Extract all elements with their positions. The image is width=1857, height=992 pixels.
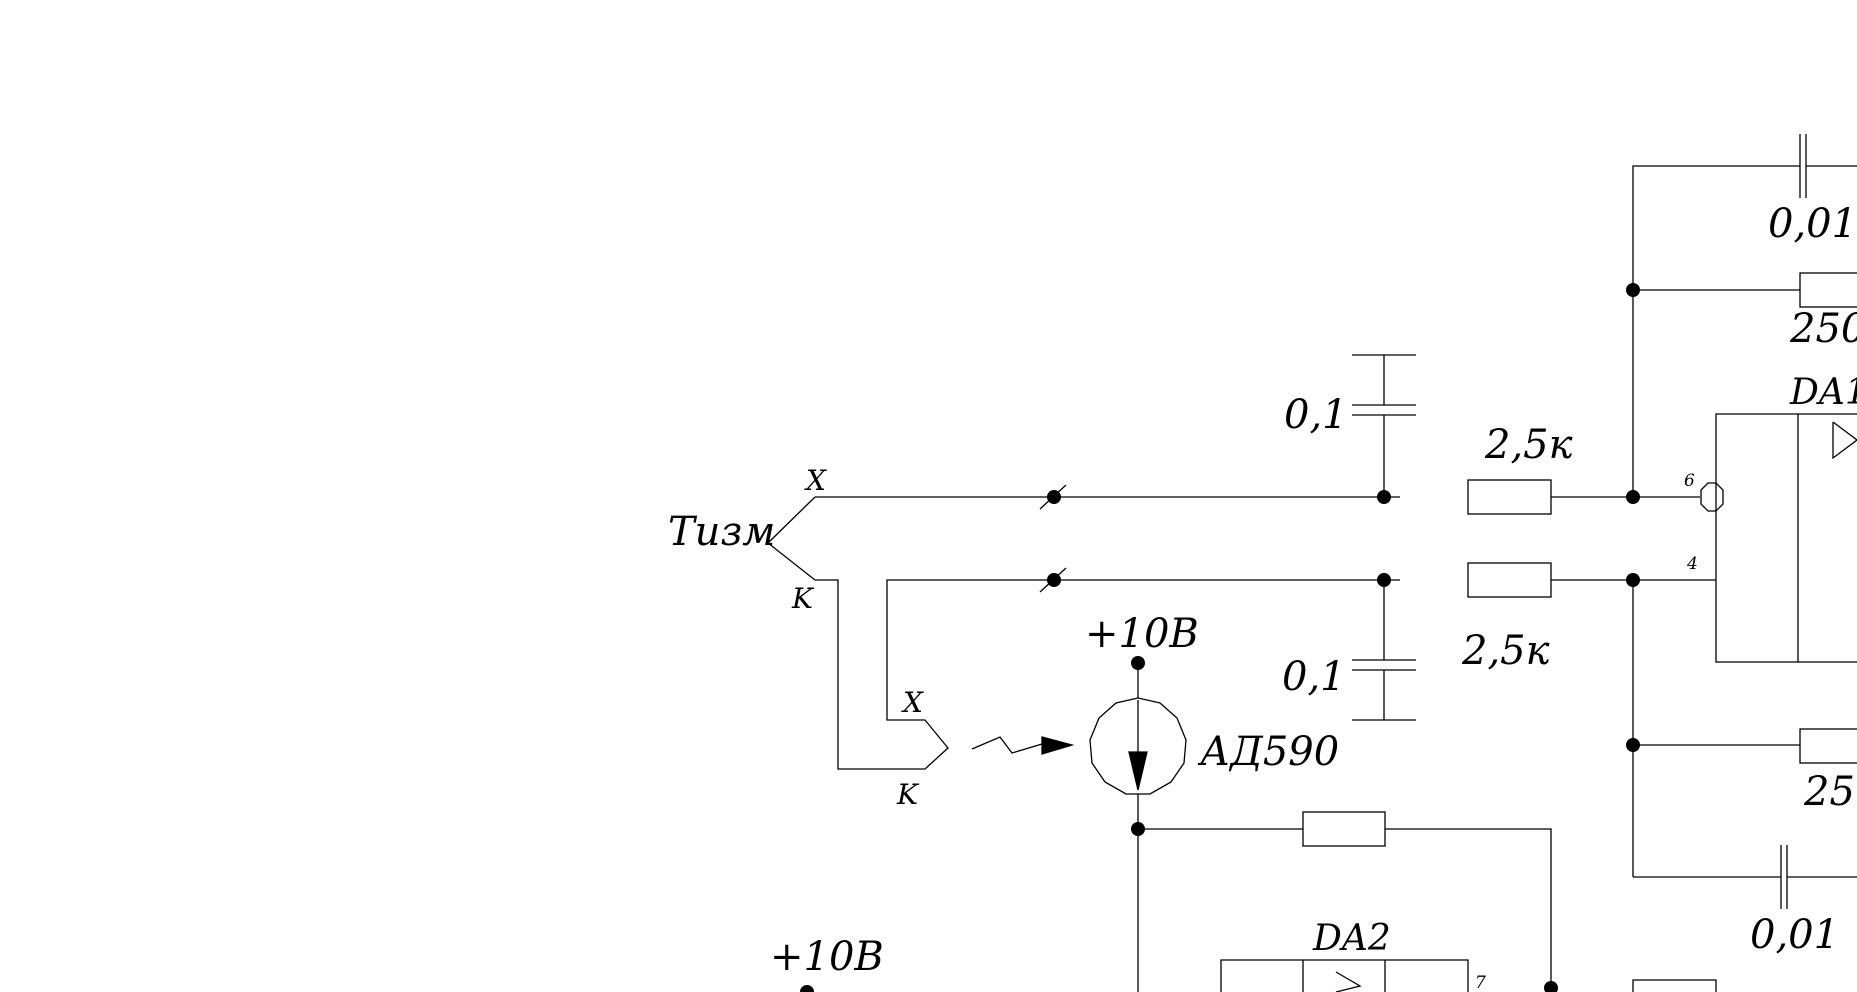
op-amp-triangle-icon [1335, 971, 1362, 992]
supply-1-label: +10В [1085, 611, 1199, 657]
resistor-bottom [1467, 562, 1552, 598]
inverting-input-circle [1700, 482, 1724, 512]
op-amp-da2 [1220, 959, 1469, 992]
cold-junction [886, 579, 1400, 770]
junction-dot [1544, 981, 1558, 992]
capacitor-bottom-label: 0,1 [1282, 654, 1346, 700]
feedback-resistor-top-label: 250 [1789, 306, 1857, 352]
thermo-x-label: X [804, 464, 827, 497]
junction-dot [1377, 573, 1391, 587]
junction-dot [1047, 490, 1061, 504]
junction-dot [1626, 738, 1640, 752]
cold-junction-k-label: K [896, 778, 920, 811]
wire [1385, 828, 1552, 992]
op-amp-da1-label: DA1 [1789, 372, 1857, 413]
op-amp-da2-label: DA2 [1312, 918, 1391, 959]
current-arrow-icon [1128, 751, 1148, 791]
capacitor-top-label: 0,1 [1284, 392, 1348, 438]
feedback-capacitor-top-label: 0,01 [1768, 201, 1857, 247]
thermo-k-label: K [791, 582, 815, 615]
supply-2-label: +10В [770, 934, 884, 980]
partial-component [1632, 979, 1717, 992]
junction-dot [1047, 573, 1061, 587]
thermocouple-junction [767, 496, 1400, 770]
resistor-top-label: 2,5к [1484, 422, 1573, 468]
thermal-coupling-arrow [971, 736, 1075, 755]
resistor-da2 [1302, 811, 1386, 847]
junction-dot [1377, 490, 1391, 504]
feedback-capacitor-bottom-label: 0,01 [1750, 912, 1839, 958]
op-amp-triangle-icon [1832, 421, 1857, 460]
junction-dot [1131, 822, 1145, 836]
ad590-label: АД590 [1197, 729, 1339, 775]
ad590-sensor [1089, 663, 1187, 992]
supply-terminal-dot [1131, 656, 1145, 670]
capacitor-bottom [1352, 580, 1416, 721]
capacitor-top [1352, 354, 1416, 497]
op-amp-da1 [1633, 413, 1857, 663]
sensor-label: Tизм [668, 509, 775, 555]
junction-dot [1626, 283, 1640, 297]
feedback-network [1632, 134, 1857, 909]
pin-7-label: 7 [1475, 973, 1486, 992]
resistor-bottom-label: 2,5к [1461, 628, 1550, 674]
cold-junction-x-label: X [901, 686, 924, 719]
supply-terminal-dot [800, 985, 814, 992]
pin-4-label: 4 [1686, 554, 1698, 574]
pin-6-label: 6 [1684, 471, 1695, 491]
wire-k [815, 579, 887, 770]
resistor-top [1467, 479, 1552, 515]
feedback-resistor-bottom-label: 25 [1803, 769, 1855, 815]
